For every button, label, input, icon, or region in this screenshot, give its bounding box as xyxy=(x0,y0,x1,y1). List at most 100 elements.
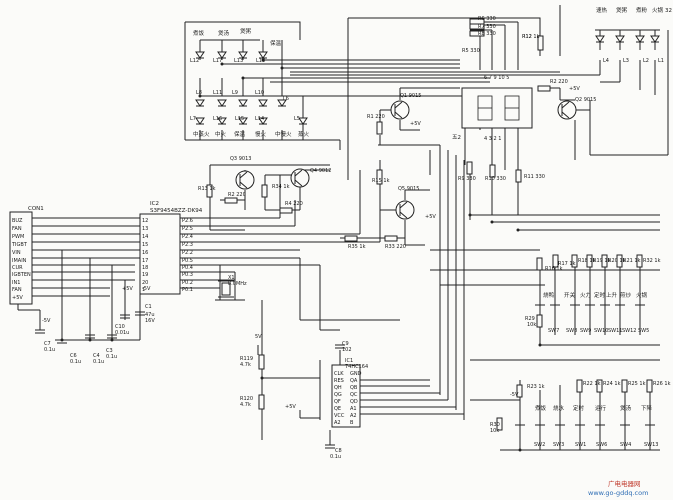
svg-text:1: 1 xyxy=(142,287,145,293)
svg-text:R34 1k: R34 1k xyxy=(272,184,290,190)
svg-text:R12: R12 xyxy=(522,34,532,40)
svg-text:SW5: SW5 xyxy=(638,328,649,334)
svg-text:S3F9454BZZ-DK94: S3F9454BZZ-DK94 xyxy=(150,208,203,214)
capacitor-c9 xyxy=(335,344,345,349)
svg-text:煲粥: 煲粥 xyxy=(616,6,628,14)
led-l15 xyxy=(238,117,248,125)
svg-text:SW9: SW9 xyxy=(580,328,591,334)
svg-text:IC2: IC2 xyxy=(150,201,159,207)
svg-text:32: 32 xyxy=(665,8,672,14)
led-group-left xyxy=(195,51,308,125)
svg-text:Q4 9012: Q4 9012 xyxy=(310,168,331,174)
svg-text:烧水: 烧水 xyxy=(553,404,565,412)
svg-text:运行: 运行 xyxy=(595,404,607,412)
switch-sw1 xyxy=(555,420,565,426)
svg-text:10k: 10k xyxy=(527,322,536,328)
label-dedicated: 煮饭 xyxy=(193,29,205,37)
svg-text:蒸火: 蒸火 xyxy=(298,130,310,138)
svg-text:74HC164: 74HC164 xyxy=(345,364,368,370)
transistor-q1 xyxy=(390,100,410,120)
switch-sw7 xyxy=(550,300,560,306)
led-l12 xyxy=(195,51,205,59)
svg-text:0.1u: 0.1u xyxy=(93,359,104,365)
svg-text:QA: QA xyxy=(350,378,358,384)
resistor-r2 xyxy=(537,85,551,92)
wiring xyxy=(17,5,669,451)
svg-text:B: B xyxy=(350,420,354,426)
svg-text:15: 15 xyxy=(142,242,148,248)
resistor-r26 xyxy=(646,379,653,393)
svg-text:烧鸭: 烧鸭 xyxy=(543,291,555,299)
svg-text:L11: L11 xyxy=(213,90,222,96)
resistor-r30 xyxy=(496,417,503,431)
resistor-r8 xyxy=(469,30,485,37)
svg-text:SW3: SW3 xyxy=(553,442,564,448)
svg-text:PWM: PWM xyxy=(12,234,24,240)
svg-text:R6 330: R6 330 xyxy=(478,16,496,22)
svg-text:QC: QC xyxy=(350,392,358,398)
resistor-r25 xyxy=(621,379,628,393)
svg-text:R120: R120 xyxy=(240,396,253,402)
svg-text:SW11: SW11 xyxy=(608,328,622,334)
led-l10 xyxy=(258,99,268,107)
svg-text:A2: A2 xyxy=(350,413,357,419)
connector-con1 xyxy=(9,211,33,305)
capacitor-c10 xyxy=(120,314,130,319)
switch-sw11 xyxy=(615,300,625,306)
svg-text:L9: L9 xyxy=(232,90,238,96)
svg-text:X1: X1 xyxy=(228,275,235,281)
led-l17 xyxy=(217,51,227,59)
svg-text:0.1u: 0.1u xyxy=(106,354,117,360)
ic2-mcu xyxy=(139,213,181,295)
svg-text:C4: C4 xyxy=(93,353,100,359)
svg-text:+5V: +5V xyxy=(122,286,133,292)
led-l1 xyxy=(650,35,660,43)
svg-text:P2.4: P2.4 xyxy=(182,234,193,240)
resistor-r22 xyxy=(576,379,583,393)
capacitor-c1 xyxy=(135,311,145,316)
resistor-r15 xyxy=(376,169,383,185)
resistor-r1 xyxy=(376,121,383,135)
resistor-r33 xyxy=(384,235,398,242)
svg-text:R11 330: R11 330 xyxy=(524,174,545,180)
svg-text:4.7k: 4.7k xyxy=(240,402,251,408)
svg-text:煎炒: 煎炒 xyxy=(620,291,632,299)
svg-text:R15 1k: R15 1k xyxy=(372,178,390,184)
led-l7 xyxy=(195,117,205,125)
svg-text:L16: L16 xyxy=(213,116,222,122)
resistor-r11 xyxy=(515,169,522,183)
svg-text:P2.5: P2.5 xyxy=(182,226,193,232)
resistor-r19 xyxy=(586,254,593,268)
svg-text:火力: 火力 xyxy=(580,291,591,299)
seven-segment-display xyxy=(461,87,533,129)
junction-dots xyxy=(60,58,542,452)
svg-text:+5V: +5V xyxy=(410,121,421,127)
svg-text:A1: A1 xyxy=(350,406,357,412)
svg-text:速热: 速热 xyxy=(596,6,608,14)
led-l3 xyxy=(615,35,625,43)
capacitor-c8 xyxy=(325,444,335,449)
led-l5 xyxy=(298,117,308,125)
svg-text:SW2: SW2 xyxy=(534,442,545,448)
resistor-r17 xyxy=(552,254,559,268)
svg-text:L12: L12 xyxy=(190,58,199,64)
svg-text:R1 220: R1 220 xyxy=(367,114,385,120)
switch-sw12 xyxy=(635,300,645,306)
resistor-r7 xyxy=(469,23,485,30)
svg-text:QF: QF xyxy=(334,399,341,405)
svg-text:P2.2: P2.2 xyxy=(182,250,193,256)
resistor-r2b xyxy=(224,197,238,204)
svg-text:+5V: +5V xyxy=(285,404,296,410)
svg-text:8.0MHz: 8.0MHz xyxy=(228,281,247,287)
svg-text:C8: C8 xyxy=(335,448,342,454)
svg-text:L13: L13 xyxy=(234,58,243,64)
svg-text:定时: 定时 xyxy=(594,291,606,299)
resistor-r29 xyxy=(536,314,543,328)
resistors xyxy=(206,18,653,431)
capacitors xyxy=(35,311,345,449)
resistor-r119 xyxy=(258,354,265,370)
svg-text:上升: 上升 xyxy=(606,291,618,299)
svg-text:L3: L3 xyxy=(623,58,629,64)
capacitor-c7 xyxy=(35,329,45,334)
resistor-r12-top xyxy=(537,35,544,51)
